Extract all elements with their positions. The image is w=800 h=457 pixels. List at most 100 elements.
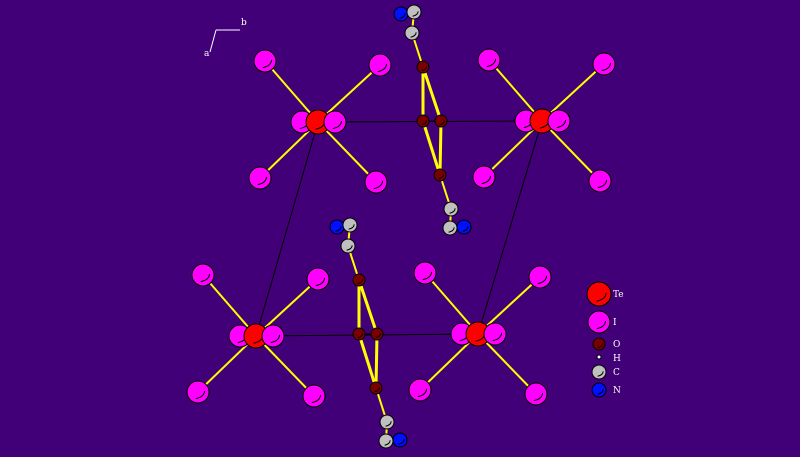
- o-o-bond: [357, 279, 379, 335]
- atom-o: [369, 381, 383, 395]
- atom-shading: [462, 226, 469, 232]
- atom-shading: [439, 120, 446, 126]
- atom-i: [253, 49, 277, 73]
- atom-i: [364, 170, 388, 194]
- atom-n: [456, 219, 472, 235]
- axis-label-b: b: [241, 18, 247, 28]
- atom-c: [406, 4, 422, 20]
- atom-shading: [346, 245, 353, 251]
- atom-shading: [417, 388, 428, 398]
- atom-o: [370, 327, 384, 341]
- atom-shading: [385, 421, 392, 427]
- atom-shading: [375, 333, 382, 339]
- unit-cell-edge: [477, 120, 543, 335]
- atom-shading: [200, 273, 211, 283]
- atom-shading: [533, 392, 544, 402]
- te-i-bond: [541, 63, 605, 122]
- atom-shading: [556, 119, 567, 129]
- atom-i: [261, 324, 285, 348]
- atom-i: [408, 378, 432, 402]
- atom-shading: [597, 343, 604, 349]
- te-i-bond: [424, 272, 479, 335]
- atom-o: [352, 327, 366, 341]
- atom-shading: [399, 13, 406, 19]
- atom-shading: [373, 180, 384, 190]
- atom-shading: [410, 32, 417, 38]
- atom-shading: [422, 271, 433, 281]
- axis-label-a: a: [204, 49, 210, 59]
- unit-cell-edge: [255, 333, 479, 337]
- atom-shading: [597, 389, 604, 395]
- atom-n: [393, 6, 409, 22]
- atom-shading: [357, 333, 364, 339]
- o-o-bond: [357, 333, 378, 389]
- atom-shading: [377, 63, 388, 73]
- atom-c: [442, 220, 458, 236]
- te-i-bond: [317, 64, 381, 123]
- atom-shading: [486, 58, 497, 68]
- atom-o: [434, 114, 448, 128]
- atom-c: [404, 25, 420, 41]
- te-i-bond: [488, 59, 543, 122]
- atom-shading: [348, 224, 355, 230]
- atom-shading: [492, 332, 503, 342]
- atom-shading: [270, 334, 281, 344]
- atom-i: [368, 53, 392, 77]
- legend-atom-te: [586, 281, 612, 307]
- atom-shading: [537, 275, 548, 285]
- legend-label-n: N: [613, 386, 621, 396]
- atom-shading: [262, 59, 273, 69]
- legend-label-o: O: [613, 340, 621, 350]
- atom-shading: [438, 174, 445, 180]
- o-o-bond: [374, 333, 379, 389]
- atom-shading: [384, 440, 391, 446]
- atom-i: [524, 382, 548, 406]
- atom-i: [483, 322, 507, 346]
- atom-shading: [412, 11, 419, 17]
- atom-shading: [421, 120, 428, 126]
- atom-c: [443, 201, 459, 217]
- atom-i: [588, 169, 612, 193]
- te-i-bond: [202, 274, 257, 337]
- atom-i: [191, 263, 215, 287]
- te-i-bond: [477, 333, 537, 395]
- atom-c: [340, 238, 356, 254]
- atom-i: [472, 165, 496, 189]
- te-i-bond: [255, 278, 319, 337]
- atom-shading: [398, 439, 405, 445]
- o-o-bond: [421, 120, 442, 176]
- atom-i: [302, 384, 326, 408]
- atom-i: [592, 52, 616, 76]
- atom-shading: [332, 120, 343, 130]
- atom-i: [306, 267, 330, 291]
- atom-c: [379, 414, 395, 430]
- te-i-bond: [541, 120, 601, 182]
- atom-o: [416, 114, 430, 128]
- atom-c: [378, 433, 394, 449]
- atom-shading: [421, 66, 428, 72]
- o-o-bond: [421, 66, 443, 122]
- atom-shading: [195, 390, 206, 400]
- te-i-bond: [255, 335, 315, 397]
- axis-a-line: [209, 29, 217, 53]
- atom-shading: [601, 62, 612, 72]
- atom-shading: [257, 176, 268, 186]
- legend-label-i: I: [613, 318, 617, 328]
- legend-atom-n: [591, 382, 607, 398]
- atom-i: [477, 48, 501, 72]
- atom-shading: [597, 179, 608, 189]
- atom-n: [392, 432, 408, 448]
- atom-shading: [315, 277, 326, 287]
- atom-i: [323, 110, 347, 134]
- atom-shading: [596, 292, 607, 302]
- o-o-bond: [438, 120, 443, 176]
- atom-o: [433, 168, 447, 182]
- legend-label-h: H: [613, 354, 621, 364]
- atom-o: [352, 273, 366, 287]
- atom-shading: [597, 371, 604, 377]
- te-i-bond: [264, 60, 319, 123]
- atom-shading: [596, 320, 607, 330]
- atom-shading: [357, 279, 364, 285]
